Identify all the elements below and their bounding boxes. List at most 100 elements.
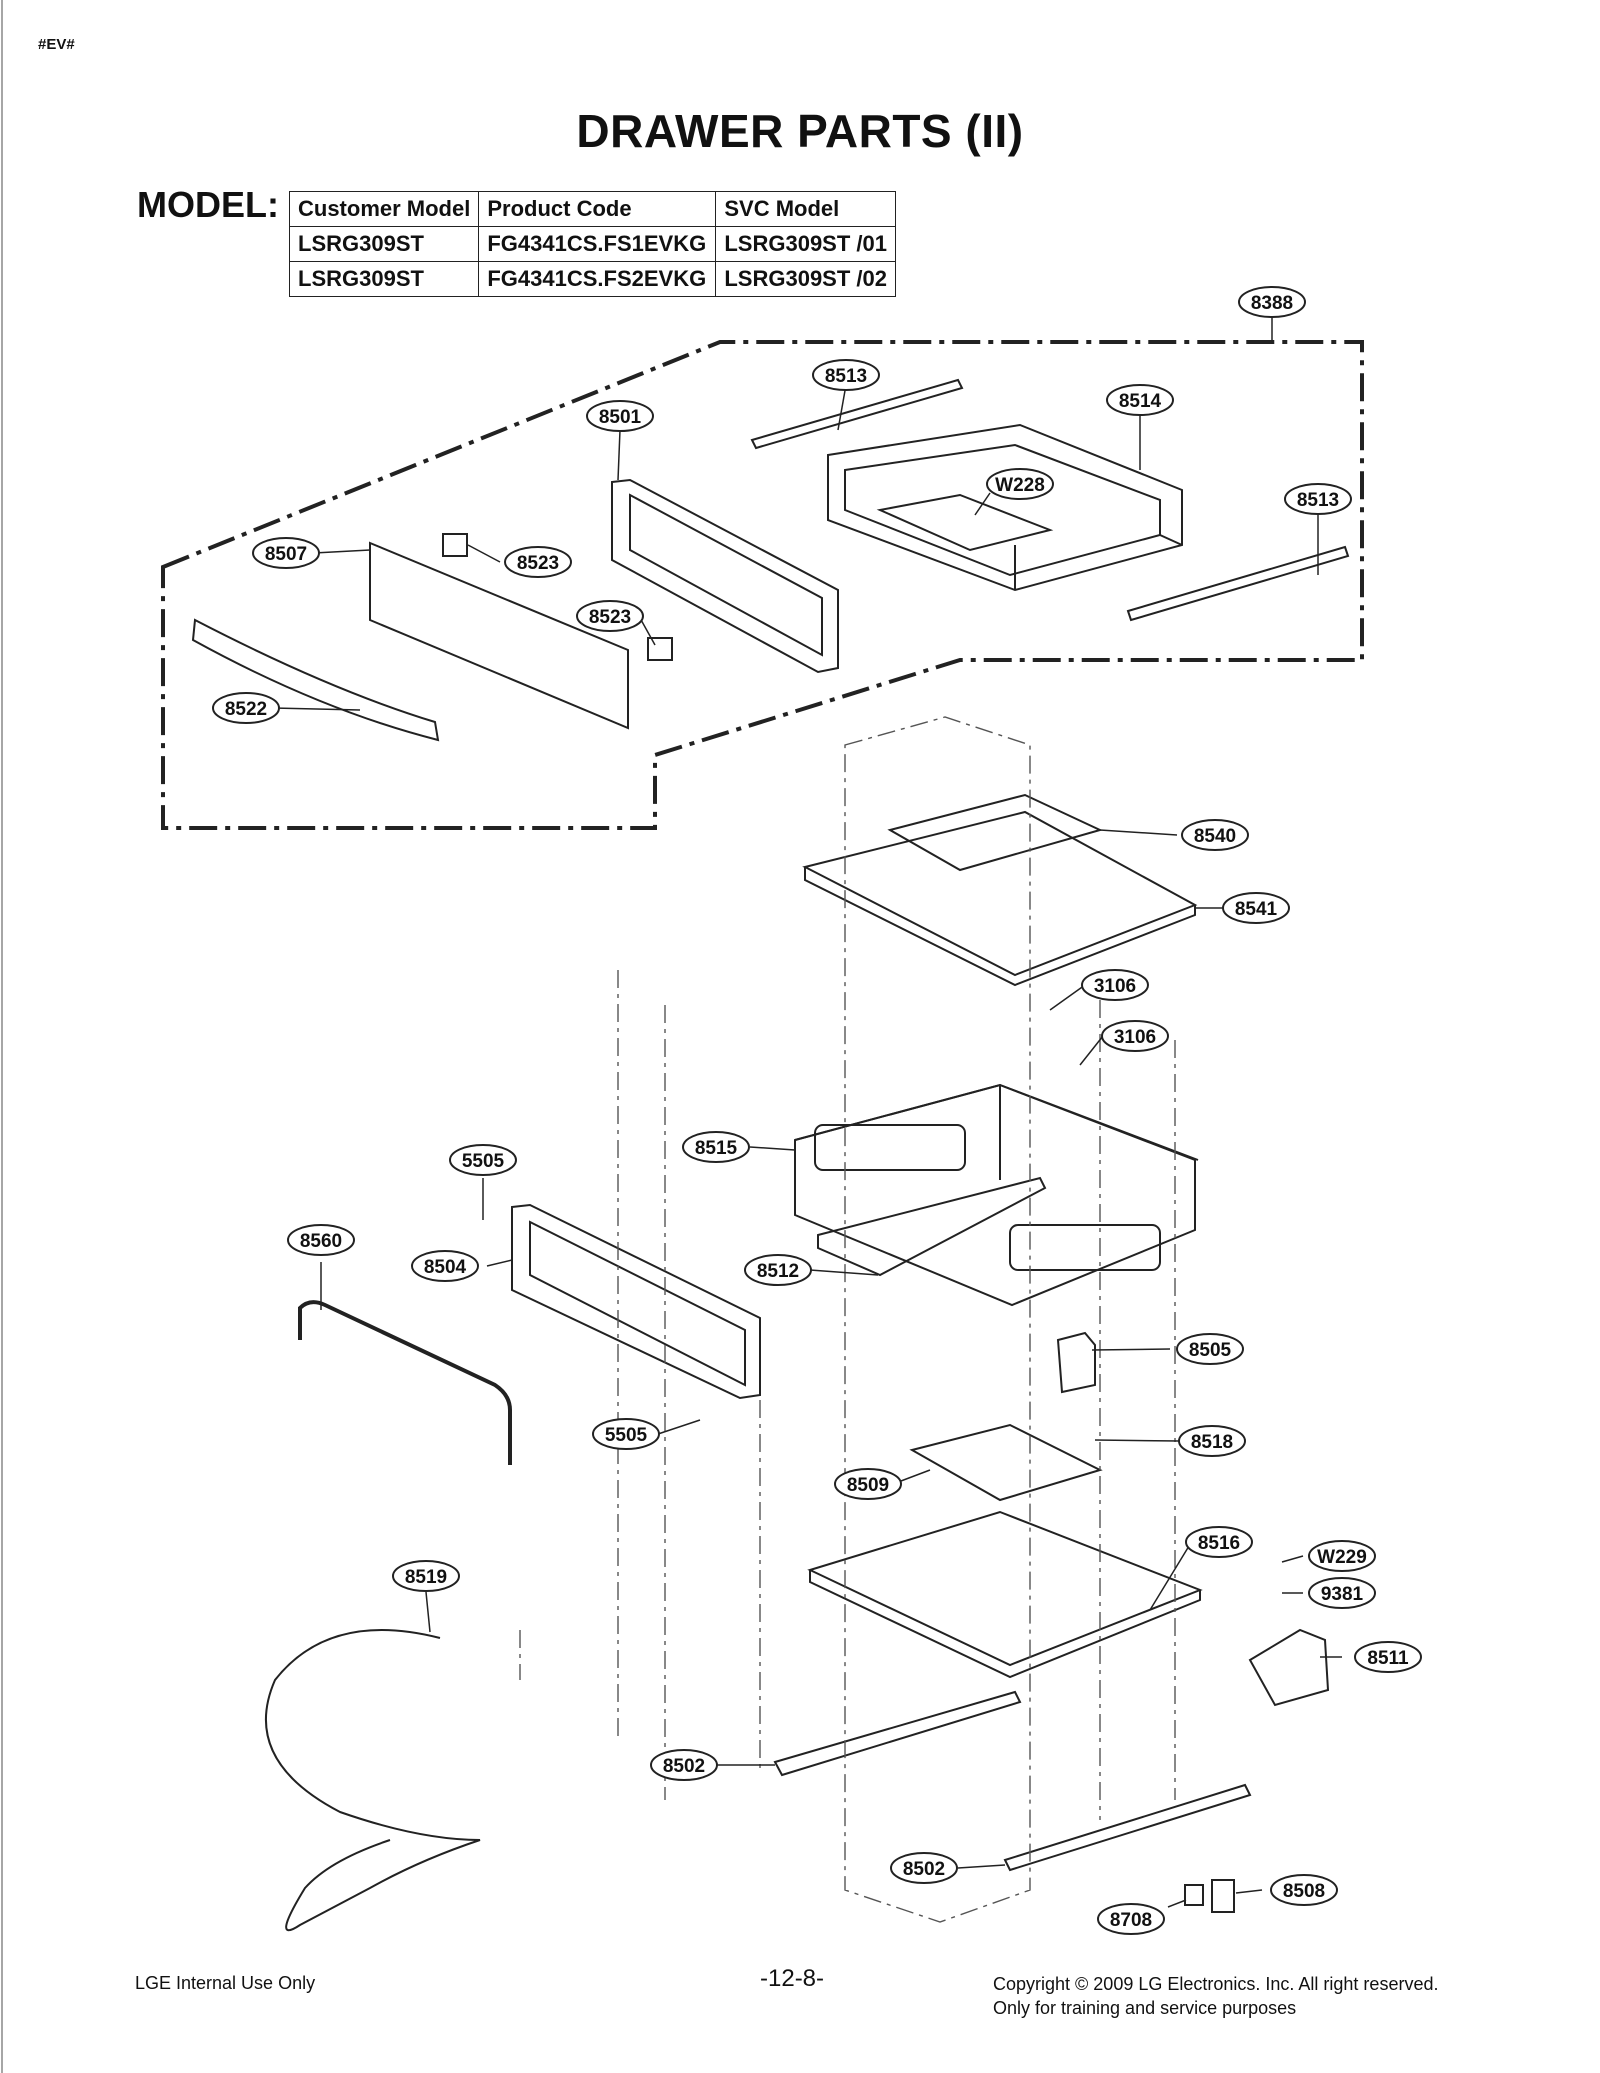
part-callout: 8512	[744, 1254, 812, 1286]
part-callout: 8541	[1222, 892, 1290, 924]
callout-oval	[504, 546, 572, 578]
callout-oval	[1308, 1540, 1376, 1572]
part-callout: 8505	[1176, 1333, 1244, 1365]
callout-label: 8708	[1110, 1910, 1152, 1931]
callout-oval	[287, 1224, 355, 1256]
part-callout: 8511	[1354, 1641, 1422, 1673]
callout-label: 8540	[1194, 826, 1236, 847]
main-frame-part	[794, 1083, 1199, 1307]
callout-oval	[411, 1250, 479, 1282]
callout-label: 9381	[1321, 1584, 1364, 1605]
part-callout: W228	[986, 468, 1054, 500]
callout-label: 8502	[903, 1859, 945, 1880]
bottom-rail-part	[1003, 1783, 1252, 1872]
part-callout: 8513	[812, 359, 880, 391]
page-number: -12-8-	[760, 1965, 825, 1992]
callout-oval	[1097, 1903, 1165, 1935]
corner-bracket-part	[1248, 1628, 1330, 1707]
front-frame-part	[611, 478, 839, 674]
callout-label: 8560	[300, 1231, 342, 1252]
side-rail-part	[817, 1176, 1047, 1277]
callout-label: 8523	[589, 607, 631, 628]
callout-label: W228	[995, 475, 1045, 496]
handle-part	[191, 618, 440, 742]
footer-copyright: Copyright © 2009 LG Electronics. Inc. Al…	[993, 1972, 1438, 2020]
part-callout: 8515	[682, 1131, 750, 1163]
callout-oval	[449, 1144, 517, 1176]
bracket-part	[1056, 1331, 1096, 1394]
model-label: MODEL:	[137, 184, 279, 225]
callout-oval	[1222, 892, 1290, 924]
part-callout: 8507	[252, 537, 320, 569]
callout-label: 8505	[1189, 1340, 1232, 1361]
header-svc-model: SVC Model	[715, 191, 896, 227]
callout-label: 3106	[1094, 976, 1136, 997]
callout-label: 8541	[1235, 899, 1278, 920]
cell-svc-model: LSRG309ST /02	[715, 261, 896, 297]
callout-label: 8522	[225, 699, 267, 720]
slide-rail-lower	[1126, 545, 1350, 622]
callout-label: 8518	[1191, 1432, 1233, 1453]
part-callout: 8388	[1238, 286, 1306, 318]
callout-oval	[576, 600, 644, 632]
part-callout: 8509	[834, 1468, 902, 1500]
part-callout: 8523	[504, 546, 572, 578]
callout-oval	[392, 1560, 460, 1592]
part-callout: 3106	[1101, 1020, 1169, 1052]
callout-oval	[252, 537, 320, 569]
part-callout: 8540	[1181, 819, 1249, 851]
part-callout: 8708	[1097, 1903, 1165, 1935]
callout-oval	[1185, 1526, 1253, 1558]
pad-part	[647, 637, 673, 661]
slide-rail-upper	[750, 378, 964, 450]
part-callout: 8502	[650, 1749, 718, 1781]
callout-label: 3106	[1114, 1027, 1156, 1048]
callout-oval	[986, 468, 1054, 500]
callout-oval	[650, 1749, 718, 1781]
callout-label: 8511	[1367, 1648, 1409, 1669]
drawer-assembly-boundary	[161, 340, 1364, 830]
header-customer-model: Customer Model	[288, 191, 480, 227]
part-callout: 8513	[1284, 483, 1352, 515]
copyright-line: Copyright © 2009 LG Electronics. Inc. Al…	[993, 1974, 1439, 1994]
callout-label: 8516	[1198, 1533, 1240, 1554]
element-frame-part	[909, 1423, 1103, 1502]
bottom-rail-part	[773, 1690, 1022, 1777]
training-note-line: Only for training and service purposes	[993, 1998, 1297, 2018]
callout-label: 8515	[695, 1138, 738, 1159]
callout-label: 8502	[663, 1756, 705, 1777]
callout-label: 8519	[405, 1567, 447, 1588]
callout-label: 8504	[424, 1257, 467, 1278]
callout-label: 8513	[1297, 490, 1339, 511]
callout-oval	[1181, 819, 1249, 851]
callout-oval	[682, 1131, 750, 1163]
part-callout: 5505	[592, 1418, 660, 1450]
callout-label: 8512	[757, 1261, 799, 1282]
cell-customer-model: LSRG309ST	[288, 261, 480, 297]
part-callout: 8519	[392, 1560, 460, 1592]
model-table-header-row: Customer Model Product Code SVC Model	[288, 191, 896, 227]
part-callout: 8522	[212, 692, 280, 724]
part-callout: 8560	[287, 1224, 355, 1256]
wire-harness-part	[265, 1629, 481, 1932]
callout-oval	[890, 1852, 958, 1884]
model-table: Customer Model Product Code SVC Model LS…	[288, 191, 896, 297]
leveler-part	[1211, 1879, 1235, 1913]
cell-product-code: FG4341CS.FS2EVKG	[478, 261, 717, 297]
part-callout: 5505	[449, 1144, 517, 1176]
callout-oval	[744, 1254, 812, 1286]
callout-oval	[592, 1418, 660, 1450]
callout-label: 8523	[517, 553, 559, 574]
callout-label: 8509	[847, 1475, 889, 1496]
callout-label: 8513	[825, 366, 867, 387]
table-row: LSRG309ST FG4341CS.FS2EVKG LSRG309ST /02	[288, 261, 896, 297]
callout-oval	[1081, 969, 1149, 1001]
part-callout: 9381	[1308, 1577, 1376, 1609]
callout-label: W229	[1317, 1547, 1367, 1568]
callout-label: 8508	[1283, 1881, 1325, 1902]
callout-oval	[1238, 286, 1306, 318]
part-callout: 3106	[1081, 969, 1149, 1001]
pad-part	[442, 533, 468, 557]
